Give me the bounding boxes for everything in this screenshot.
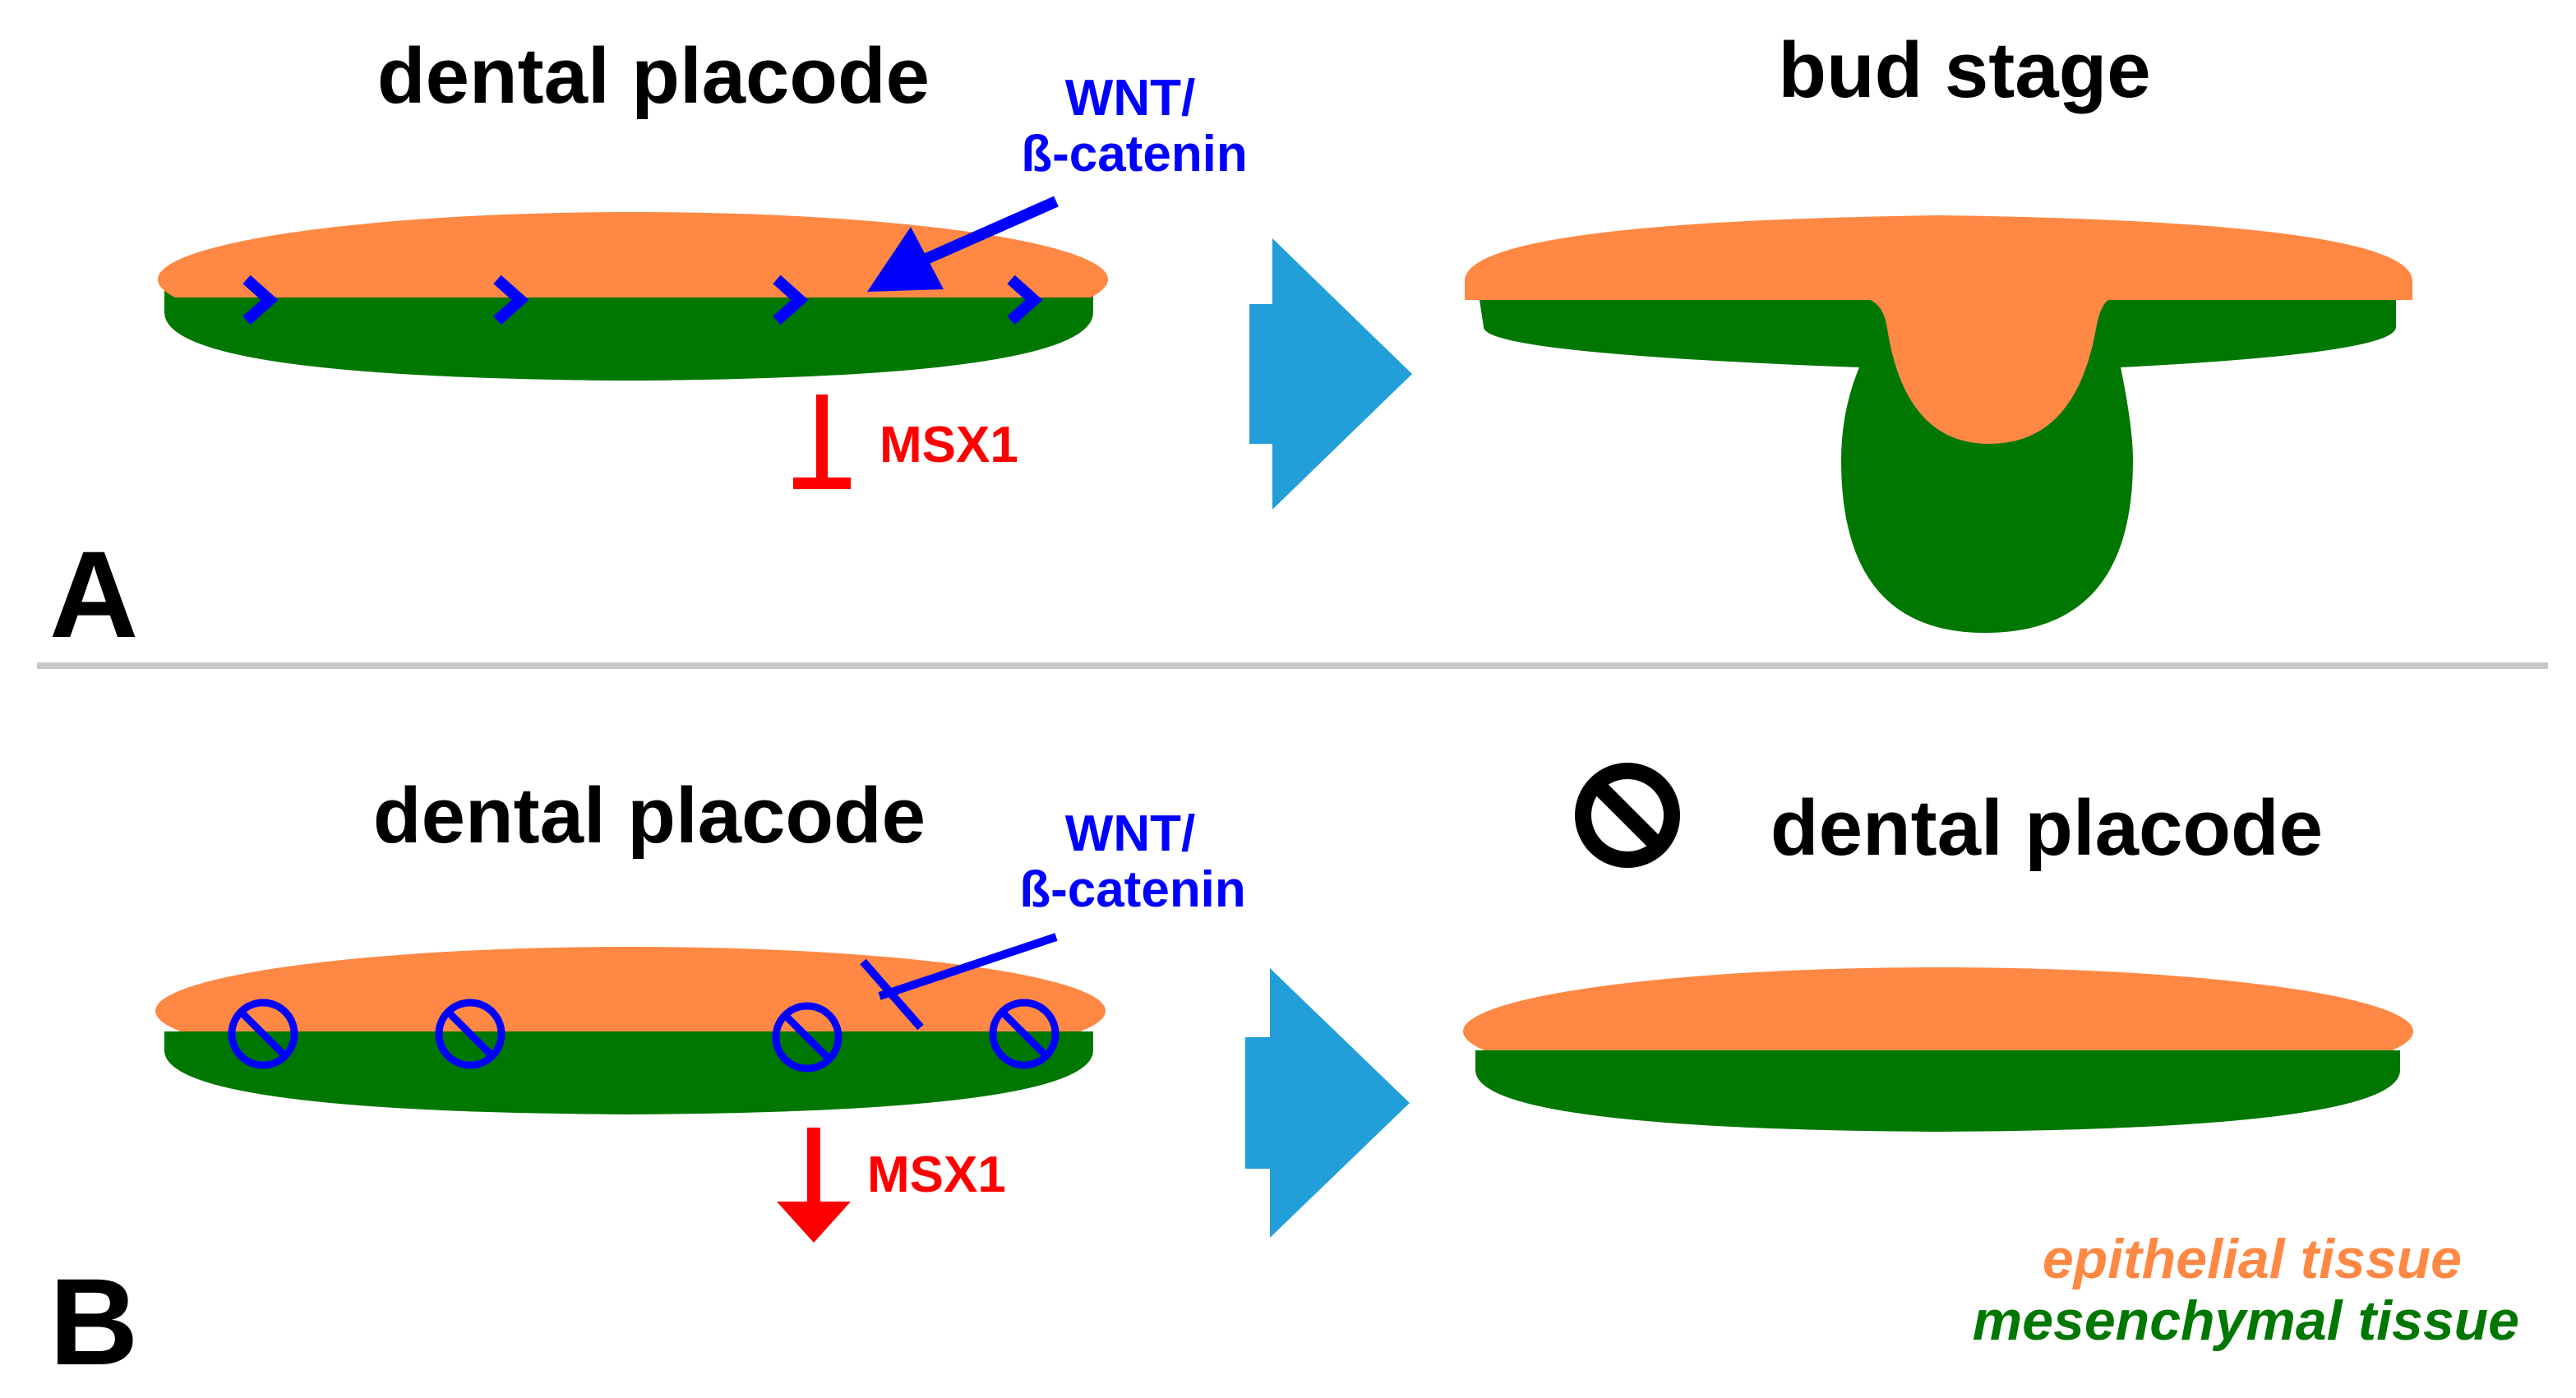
panel-divider	[37, 662, 2548, 669]
mesenchymal-layer	[164, 1031, 1093, 1114]
arrow-icon	[867, 196, 1059, 292]
mesenchymal-layer	[1480, 300, 2396, 633]
panel-a-mesenchyme-boundary	[164, 298, 1093, 381]
inhibition-bar-icon	[860, 933, 1058, 1031]
chevron-right-icon	[493, 275, 529, 325]
legend-epithelial: epithelial tissue	[2043, 1228, 2462, 1290]
panel-b-unchanged-tissue	[1463, 967, 2413, 1132]
panel-b-msx1-label: MSX1	[867, 1147, 1006, 1203]
prohibited-icon	[228, 999, 298, 1069]
panel-b-wnt-label-line1: WNT/	[1065, 805, 1195, 862]
prohibited-icon	[772, 1002, 843, 1073]
prohibited-icon	[435, 999, 506, 1069]
legend: epithelial tissue mesenchymal tissue	[1973, 1228, 2519, 1352]
panel-a-left-title: dental placode	[377, 32, 930, 120]
legend-mesenchymal: mesenchymal tissue	[1973, 1290, 2519, 1352]
panel-a-bud-tissue	[1465, 215, 2412, 633]
panel-b-placode-tissue	[155, 947, 1106, 1114]
panel-b-blocked-markers	[228, 999, 1059, 1073]
inhibition-bar-icon	[793, 394, 851, 489]
arrow-icon	[777, 1128, 851, 1243]
panel-b-left-title: dental placode	[373, 772, 926, 860]
panel-b-letter: B	[49, 1253, 138, 1391]
panel-a-letter: A	[49, 525, 138, 663]
prohibited-icon	[1575, 763, 1680, 868]
prohibited-icon	[989, 999, 1059, 1069]
mesenchymal-layer	[1475, 1050, 2400, 1132]
block-arrow-right-icon	[1245, 968, 1410, 1238]
panel-a-signal-markers	[242, 275, 1043, 325]
panel-a: dental placode bud stage WNT/ ß-catenin	[49, 26, 2412, 663]
block-arrow-right-icon	[1249, 238, 1412, 510]
chevron-right-icon	[1007, 275, 1043, 325]
epithelial-layer	[1465, 215, 2412, 444]
panel-a-wnt-label-line2: ß-catenin	[1021, 126, 1248, 182]
panel-a-right-title: bud stage	[1778, 26, 2150, 114]
panel-b-right-title: dental placode	[1770, 784, 2323, 872]
panel-b-wnt-label-line2: ß-catenin	[1019, 861, 1246, 918]
panel-a-msx1-label: MSX1	[879, 417, 1018, 473]
chevron-right-icon	[773, 275, 809, 325]
panel-a-wnt-label-line1: WNT/	[1065, 70, 1195, 127]
chevron-right-icon	[242, 275, 279, 325]
panel-b: dental placode dental placode	[49, 763, 2413, 1391]
